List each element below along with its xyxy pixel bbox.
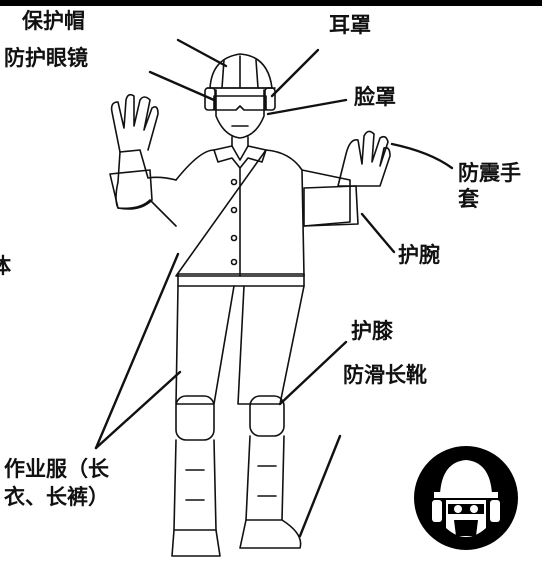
top-border-bar	[0, 0, 542, 6]
knee-pad-left	[175, 395, 215, 441]
leader-clothes-1	[94, 252, 180, 450]
label-gloves-line2: 套	[458, 187, 479, 211]
label-edge-char: 体	[0, 254, 11, 278]
belt	[177, 273, 305, 287]
label-goggles: 防护眼镜	[4, 46, 88, 70]
boot-right	[239, 519, 302, 549]
leader-helmet	[176, 38, 228, 68]
boot-left	[171, 529, 221, 557]
earmuff-right	[264, 87, 276, 111]
label-helmet: 保护帽	[22, 9, 85, 33]
label-gloves-line1: 防震手	[458, 161, 521, 185]
leader-face-shield	[266, 98, 348, 116]
helmet-shape	[209, 53, 273, 89]
label-clothes-line2: 衣、长裤）	[4, 485, 109, 509]
leader-wrist-guard	[360, 212, 396, 254]
leader-goggles	[148, 70, 216, 102]
left-arm	[115, 149, 177, 227]
left-wrist-guard	[109, 169, 153, 210]
right-arm	[301, 169, 351, 227]
right-wrist-guard	[303, 185, 359, 227]
goggles-shape	[213, 95, 267, 111]
label-boots: 防滑长靴	[343, 363, 427, 387]
shirt-torso	[175, 149, 305, 277]
label-face-shield: 脸罩	[354, 85, 396, 109]
leader-earmuffs	[270, 48, 320, 98]
ppe-helmet-mask-sign-icon	[414, 446, 518, 550]
leader-knee-pad	[278, 340, 348, 406]
leader-boots	[298, 434, 342, 538]
earmuff-left	[204, 87, 216, 111]
leader-clothes-2	[94, 370, 182, 450]
right-glove	[337, 130, 391, 187]
label-wrist-guard: 护腕	[398, 243, 440, 267]
label-earmuffs: 耳罩	[329, 13, 371, 37]
knee-pad-right	[249, 395, 285, 437]
pants-right	[237, 285, 305, 405]
left-glove	[110, 93, 159, 153]
worker-figure	[109, 53, 391, 557]
label-knee-pad: 护膝	[351, 319, 393, 343]
pants-left	[175, 285, 235, 405]
label-clothes-line1: 作业服（长	[4, 457, 109, 481]
leader-gloves	[390, 142, 454, 170]
